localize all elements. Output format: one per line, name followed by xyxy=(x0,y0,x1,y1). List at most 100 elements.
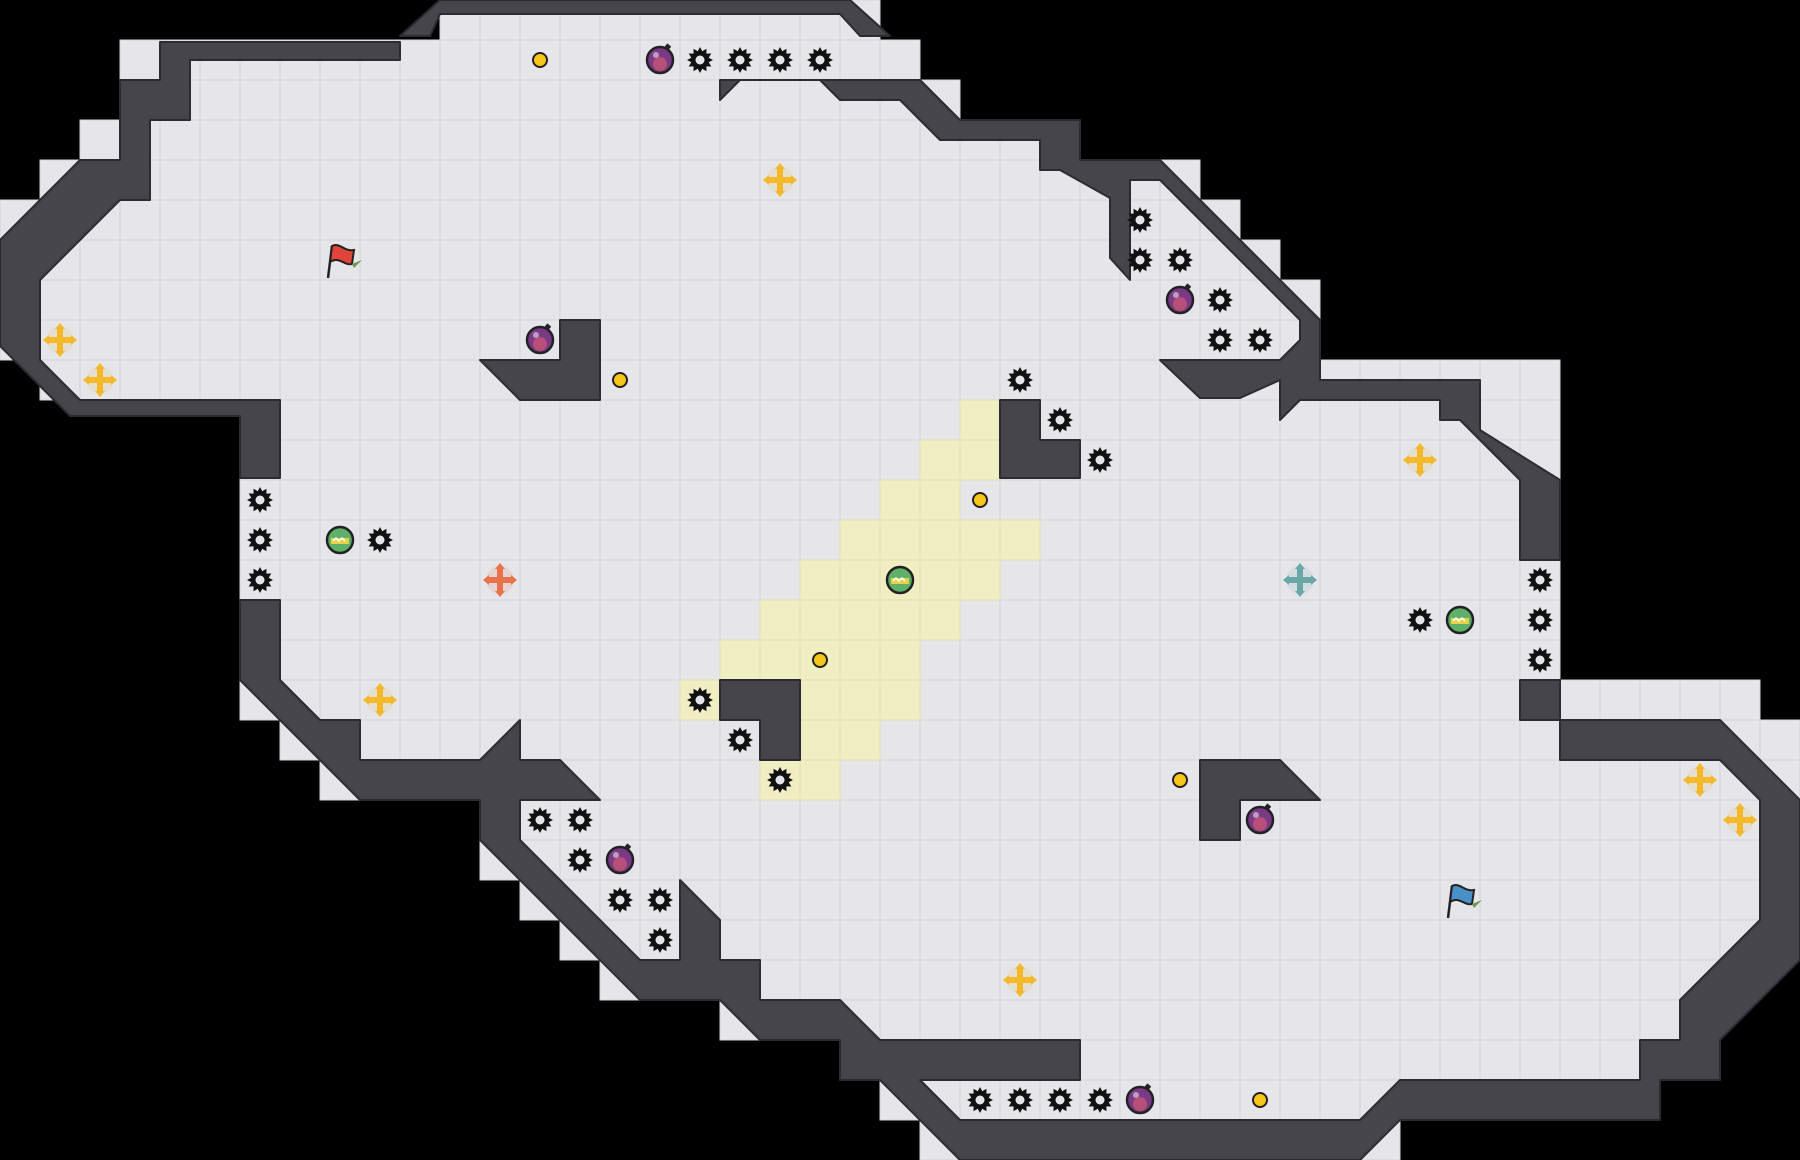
floor-tile xyxy=(399,119,441,161)
spike-icon xyxy=(727,727,753,753)
floor-tile xyxy=(599,39,641,81)
floor-tile xyxy=(479,479,521,521)
coin-icon[interactable] xyxy=(1252,1092,1268,1108)
spike-icon xyxy=(687,47,713,73)
bomb-icon[interactable] xyxy=(1125,1083,1155,1115)
coin-icon[interactable] xyxy=(812,652,828,668)
floor-tile xyxy=(999,319,1041,361)
floor-tile xyxy=(1439,639,1481,681)
floor-tile xyxy=(399,319,441,361)
floor-tile xyxy=(159,119,201,161)
coin-icon[interactable] xyxy=(1172,772,1188,788)
boost-icon[interactable] xyxy=(1403,443,1437,477)
floor-tile xyxy=(319,199,361,241)
floor-tile xyxy=(1039,279,1081,321)
items-layer xyxy=(43,43,1757,1115)
floor-tile xyxy=(279,159,321,201)
floor-tile xyxy=(479,159,521,201)
floor-tile xyxy=(1359,1039,1401,1081)
spike-icon xyxy=(1047,407,1073,433)
floor-tile xyxy=(359,599,401,641)
floor-tile xyxy=(999,239,1041,281)
floor-tile xyxy=(1439,799,1481,841)
floor-tile xyxy=(719,119,761,161)
floor-tile xyxy=(919,359,961,401)
floor-tile xyxy=(519,639,561,681)
boost-icon[interactable] xyxy=(1003,963,1037,997)
floor-tile xyxy=(399,239,441,281)
floor-tile xyxy=(1199,519,1241,561)
floor-tile xyxy=(639,759,681,801)
floor-tile xyxy=(1079,959,1121,1001)
flag-icon[interactable] xyxy=(1446,884,1482,919)
floor-tile xyxy=(1079,399,1121,441)
spike-icon xyxy=(767,47,793,73)
bomb-icon[interactable] xyxy=(1245,803,1275,835)
floor-tile xyxy=(1519,639,1561,681)
floor-tile xyxy=(1479,519,1521,561)
floor-tile xyxy=(799,479,841,521)
floor-tile xyxy=(1159,519,1201,561)
floor-tile xyxy=(519,519,561,561)
boost-icon[interactable] xyxy=(1283,563,1317,597)
floor-tile xyxy=(1319,479,1361,521)
spike-icon xyxy=(567,847,593,873)
zone-tile xyxy=(959,519,1001,561)
zone-tile xyxy=(959,559,1001,601)
wall-segment xyxy=(1199,759,1321,841)
floor-tile xyxy=(1519,359,1561,401)
floor-tile xyxy=(1599,799,1641,841)
floor-tile xyxy=(1359,839,1401,881)
floor-tile xyxy=(1719,679,1761,721)
floor-tile xyxy=(1079,479,1121,521)
floor-tile xyxy=(1359,519,1401,561)
floor-tile xyxy=(759,479,801,521)
floor-tile xyxy=(1199,919,1241,961)
floor-tile xyxy=(799,239,841,281)
green-orb-icon[interactable] xyxy=(1445,605,1475,635)
floor-tile xyxy=(1119,359,1161,401)
flag-icon[interactable] xyxy=(326,244,362,279)
spike-icon xyxy=(247,567,273,593)
floor-tile xyxy=(1479,479,1521,521)
boost-icon[interactable] xyxy=(483,563,517,597)
boost-icon[interactable] xyxy=(1683,763,1717,797)
floor-tile xyxy=(1359,639,1401,681)
floor-tile xyxy=(1159,479,1201,521)
boost-icon[interactable] xyxy=(763,163,797,197)
boost-icon[interactable] xyxy=(43,323,77,357)
bomb-icon[interactable] xyxy=(645,43,675,75)
coin-icon[interactable] xyxy=(532,52,548,68)
floor-tile xyxy=(599,479,641,521)
spike-icon xyxy=(247,527,273,553)
floor-tile xyxy=(759,359,801,401)
bomb-icon[interactable] xyxy=(1165,283,1195,315)
floor-tile xyxy=(1639,839,1681,881)
floor-tile xyxy=(679,119,721,161)
bomb-icon[interactable] xyxy=(525,323,555,355)
green-orb-icon[interactable] xyxy=(885,565,915,595)
floor-tile xyxy=(1479,719,1521,761)
floor-tile xyxy=(159,359,201,401)
floor-tile xyxy=(479,519,521,561)
coin-icon[interactable] xyxy=(972,492,988,508)
floor-tile xyxy=(1119,999,1161,1041)
green-orb-icon[interactable] xyxy=(325,525,355,555)
floor-tile xyxy=(1439,919,1481,961)
boost-icon[interactable] xyxy=(363,683,397,717)
floor-tile xyxy=(879,879,921,921)
floor-tile xyxy=(919,159,961,201)
floor-tile xyxy=(319,279,361,321)
floor-tile xyxy=(279,119,321,161)
floor-tile xyxy=(1599,959,1641,1001)
floor-tile xyxy=(639,519,681,561)
floor-tile xyxy=(1479,839,1521,881)
zone-tile xyxy=(879,679,921,721)
floor-tile xyxy=(1159,919,1201,961)
boost-icon[interactable] xyxy=(83,363,117,397)
bomb-icon[interactable] xyxy=(605,843,635,875)
floor-tile xyxy=(1239,919,1281,961)
coin-icon[interactable] xyxy=(612,372,628,388)
boost-icon[interactable] xyxy=(1723,803,1757,837)
